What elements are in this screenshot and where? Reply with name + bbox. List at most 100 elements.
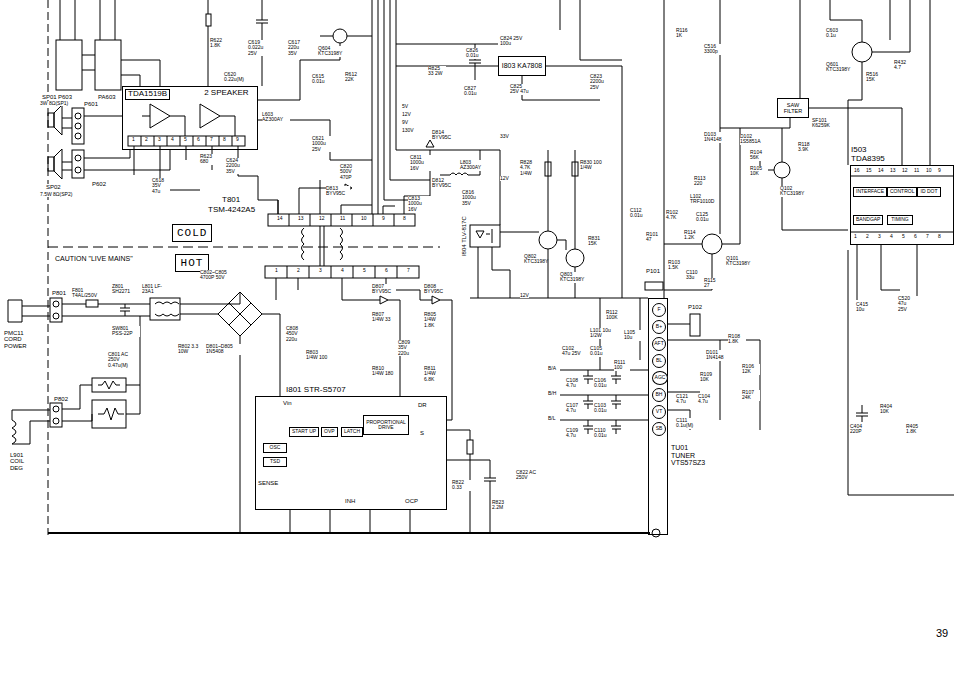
component-label: C826 0.01u [466,48,486,59]
schematic-line [180,292,240,314]
component-label: 2 [866,234,869,239]
component-label: R803 1/4W 100 [306,350,330,361]
schematic-line [720,118,848,230]
component-label: 4 [171,137,174,142]
component-label: R805 1/4W 1.8K [424,312,446,328]
component-label: C110 33u [686,270,702,281]
heading-label: 39 [936,628,948,640]
component-label: R111 100 [614,360,630,371]
node-title: AFT [654,341,663,347]
component-label: 12 [319,216,325,221]
heading-label: T801 [222,196,240,204]
component-label: 3 [158,137,161,142]
component-label: R113 220 [694,176,710,187]
schematic-line [50,298,62,322]
node-title: OVP [324,429,335,435]
component-label: C808 450V 220u [286,326,308,342]
component-label: 7 [210,137,213,142]
schematic-line [258,36,372,160]
component-label: R822 0.33 [452,480,472,491]
schematic-line [229,303,251,325]
node-title: INTERFACE [856,189,884,195]
component-label: R516 15K [866,72,882,83]
schematic-line [476,231,484,238]
component-label: 14 [878,168,884,173]
component-label: S [420,430,424,436]
component-label: 5 [363,268,366,273]
component-label: 14 [277,216,283,221]
component-label: OCP [405,498,418,504]
component-label: C809 35V 220u [398,340,418,356]
wire-group [8,0,954,537]
component-label: C106 0.01u [594,378,612,389]
node-title: BANDGAP [856,217,880,223]
schematic-line [48,113,54,127]
node-subtitle: 2 SPEAKER [204,89,248,98]
schematic-line [470,225,500,247]
schematic-line [265,266,419,278]
schematic-line [800,0,930,165]
component-label: 7.5W 8Ω(SP2) [40,192,72,197]
schematic-line [95,40,121,90]
schematic-line [62,304,150,316]
component-label: R116 1K [676,28,692,39]
node-title: START UP [292,429,316,435]
component-label: C618 35V 47u [152,178,170,194]
component-label: R115 27 [704,278,718,289]
component-label: P101 [646,268,660,274]
component-label: R823 2.2M [492,500,512,511]
component-label: R112 100K [606,310,626,321]
component-label: P602 [92,181,106,187]
component-label: PA603 [98,94,116,100]
component-label: R830 100 1/4W [580,160,602,171]
schematic-line [53,418,59,424]
ic-box: I503TDA8395INTERFACECONTROLID DOTBANDGAP… [850,165,954,245]
node-title: I803 KA7808 [502,62,542,70]
component-label: L105 10u [624,330,642,341]
ic-box: I801 STR-S5707START UPOVPLATCHPROPORTION… [255,396,447,510]
schematic-line [333,29,347,43]
component-label: D102 1S5851A [740,134,762,145]
node-title: B+ [656,324,662,330]
component-label: 9 [382,216,385,221]
schematic-line [200,104,220,128]
node-title: I801 STR-S5707 [286,386,346,395]
component-label: C615 0.01u [312,74,332,85]
component-label: 5 [184,137,187,142]
schematic-line [240,314,280,533]
component-label: B/H [548,391,556,396]
schematic-line [98,381,124,420]
component-label: 6 [197,137,200,142]
component-label: PMC11 CORD POWER [4,330,36,349]
component-label: C112 0.01u [630,208,646,219]
component-label: 12V [500,176,509,181]
component-label: C816 1000u 35V [462,190,484,206]
schematic-line [470,150,648,298]
ic-block: INTERFACE [853,187,887,197]
schematic-line [53,313,59,319]
component-label: C802~C805 4700P 50V [200,270,234,281]
component-label: P603 [58,94,72,100]
component-label: 7 [926,234,929,239]
schematic-line [62,316,140,421]
pin-circle: F [652,303,666,317]
component-label: C619 0.022u 25V [248,40,272,56]
component-label: D801~D805 1N5408 [206,344,242,355]
component-label: 8 [403,216,406,221]
component-label: C108 4.7u [566,378,584,389]
schematic-line [664,0,740,290]
component-label: R118 3.9K [798,142,816,153]
node-title: F [657,307,660,313]
component-label: Vin [283,400,292,406]
component-label: C111 0.1u(M) [676,418,698,429]
schematic-line [447,430,496,533]
schematic-line [856,405,868,422]
component-label: R828 4.7K 1/4W [520,160,542,176]
component-label: C621 1000u 25V [312,136,336,152]
component-label: C820 500V 470P [340,164,362,180]
component-label: L603 AZ300AY [262,112,290,123]
schematic-line [134,146,278,214]
component-label: C109 4.7u [566,428,584,439]
component-label: 1 [132,137,135,142]
component-label: 1 [854,234,857,239]
